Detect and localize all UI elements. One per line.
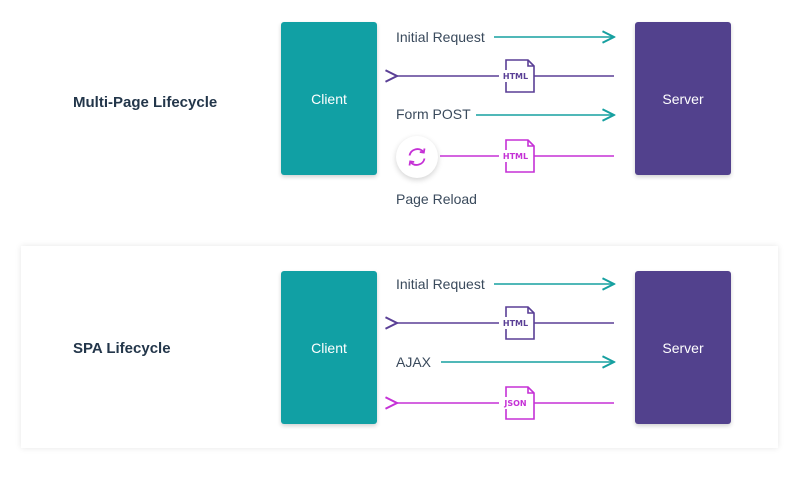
spa-initial-request-label: Initial Request: [396, 276, 485, 292]
ajax-label: AJAX: [396, 354, 432, 370]
server-box: Server: [635, 22, 731, 175]
spa-html-document-icon: HTML: [499, 306, 535, 340]
spa-client-box: Client: [281, 271, 377, 424]
multi-page-lifecycle-section: Multi-Page Lifecycle Client Server Initi…: [0, 0, 800, 240]
svg-text:HTML: HTML: [503, 72, 528, 81]
svg-text:HTML: HTML: [503, 152, 528, 161]
spa-server-box: Server: [635, 271, 731, 424]
client-box: Client: [281, 22, 377, 175]
html-document-icon: HTML: [499, 59, 535, 93]
json-document-icon: JSON: [499, 386, 535, 420]
initial-request-label: Initial Request: [396, 29, 485, 45]
svg-text:JSON: JSON: [503, 399, 526, 408]
spa-section-title: SPA Lifecycle: [73, 340, 171, 357]
page-reload-label: Page Reload: [396, 191, 477, 207]
reload-icon: [396, 136, 438, 178]
section-title: Multi-Page Lifecycle: [73, 94, 218, 111]
html-reload-document-icon: HTML: [499, 139, 535, 173]
form-post-label: Form POST: [396, 106, 471, 122]
svg-text:HTML: HTML: [503, 319, 528, 328]
